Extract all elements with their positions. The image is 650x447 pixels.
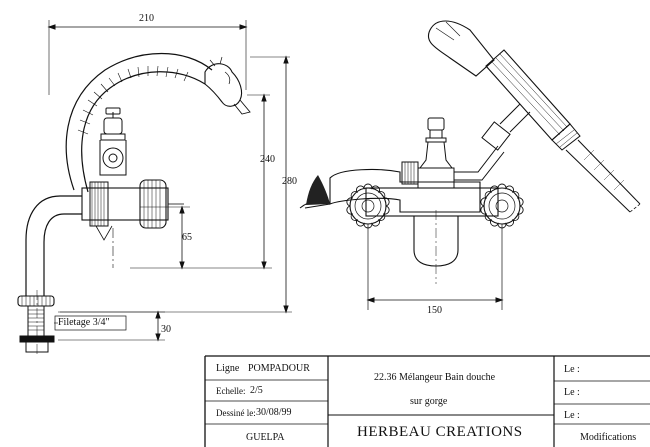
le-3: Le : [564, 410, 580, 421]
ligne-value: POMPADOUR [248, 363, 310, 374]
dim-label-240: 240 [260, 154, 275, 165]
dim-label-210: 210 [139, 13, 154, 24]
dim-label-30: 30 [161, 324, 171, 335]
ligne-label: Ligne [216, 363, 240, 374]
knurled-knob-left [89, 181, 109, 227]
elbow-pipe-outer [25, 195, 82, 296]
front-spout [329, 169, 481, 213]
swan-head [204, 63, 243, 107]
hose-coupling [481, 121, 511, 151]
company-name: HERBEAU CREATIONS [357, 424, 523, 440]
handle-right [480, 183, 524, 229]
side-view [17, 20, 292, 356]
base-nut [17, 295, 55, 307]
handle-left [346, 183, 390, 229]
description-line1: 22.36 Mélangeur Bain douche [374, 372, 496, 383]
le-2: Le : [564, 387, 580, 398]
thread-label: Filetage 3/4" [58, 317, 110, 328]
dim-label-150: 150 [427, 305, 442, 316]
swan-neck-inner [81, 71, 206, 193]
dessine-value: 30/08/99 [256, 407, 292, 418]
dim-label-280: 280 [282, 176, 297, 187]
description-line2: sur gorge [410, 396, 448, 407]
swan-neck-outer [65, 52, 213, 191]
echelle-value: 2/5 [250, 385, 263, 396]
hand-shower [428, 20, 641, 213]
knurled-knob-right [139, 179, 167, 229]
title-block [204, 355, 650, 447]
front-view [299, 20, 641, 310]
dim-label-65: 65 [182, 232, 192, 243]
le-1: Le : [564, 364, 580, 375]
elbow-pipe-inner [43, 213, 82, 296]
echelle-label: Echelle: [216, 386, 246, 396]
modifications-label: Modifications [580, 432, 637, 443]
code-value: GUELPA [246, 432, 285, 443]
dessine-label: Dessiné le: [216, 408, 256, 418]
